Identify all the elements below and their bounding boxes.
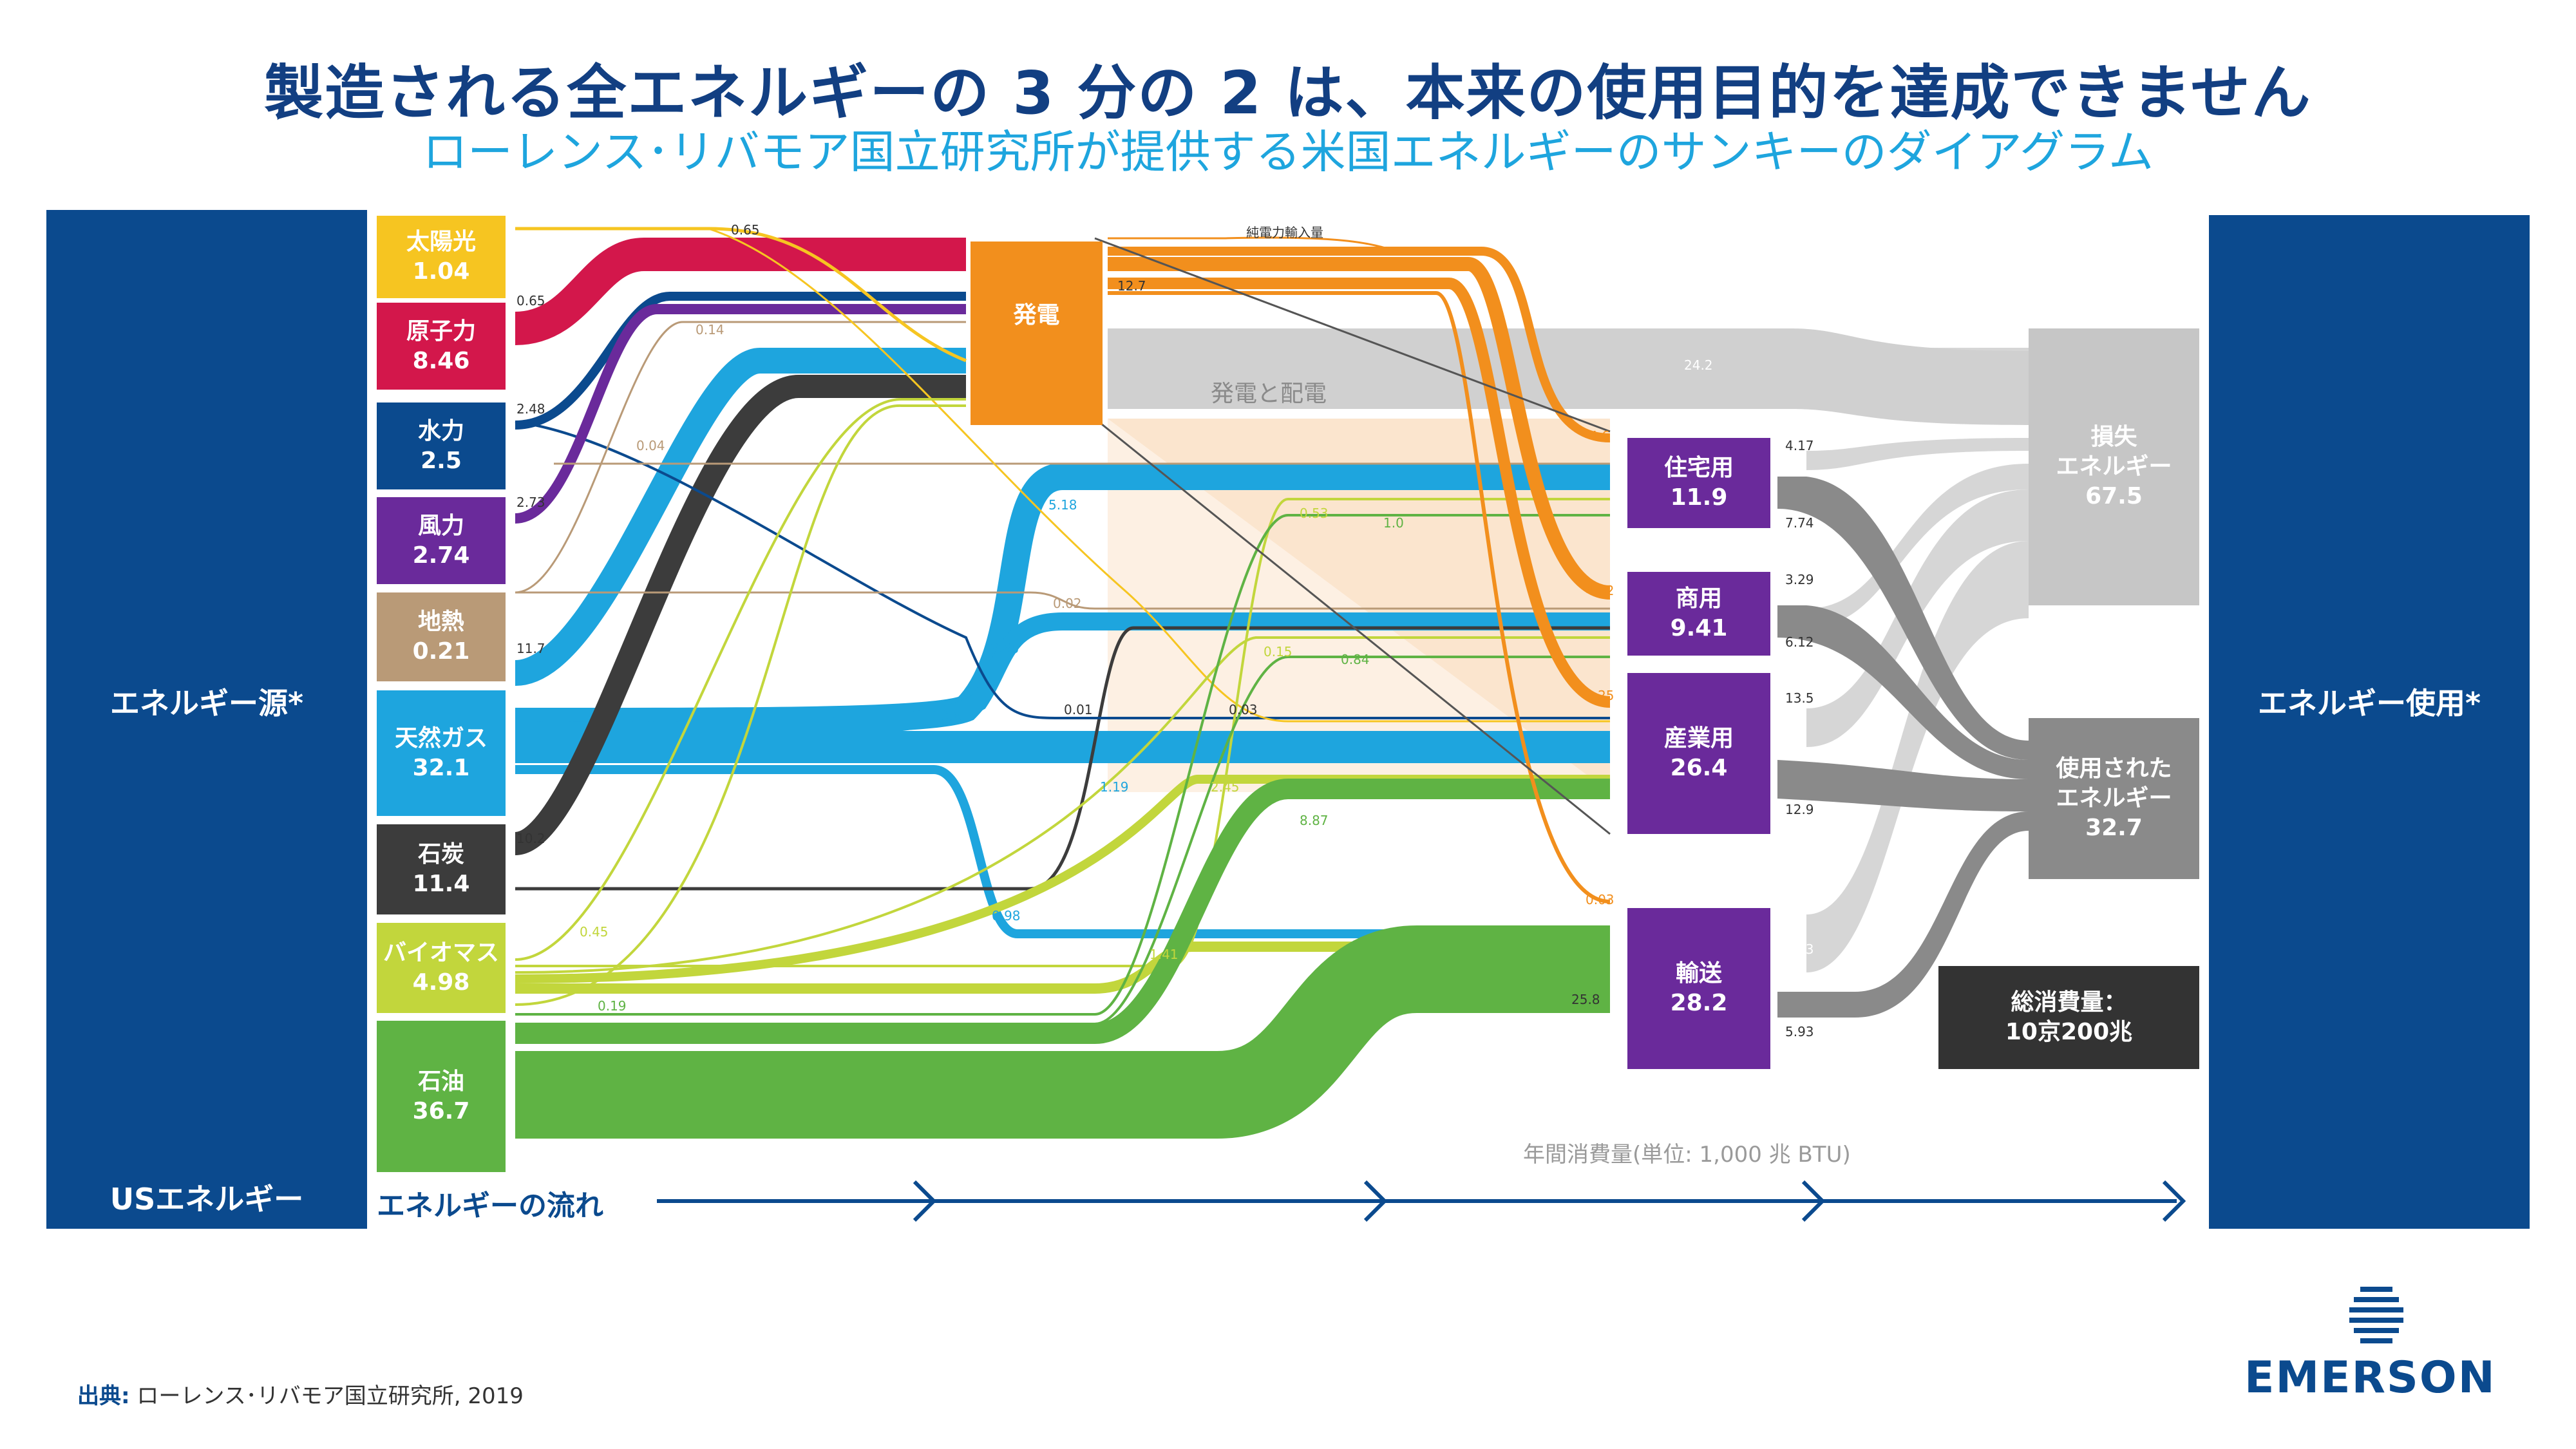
flow-label: 8.87 (1300, 813, 1329, 828)
sector-to-use-flows (1777, 477, 2029, 1018)
us-energy-label: USエネルギー (109, 1182, 304, 1217)
flow-label: 1.0 (1383, 515, 1404, 531)
flow-label: 0.04 (636, 438, 665, 453)
energy-use-panel: エネルギー使用* (2209, 215, 2530, 1229)
flow-label: 3.29 (1785, 572, 1814, 587)
flow-label: 0.02 (1053, 596, 1082, 611)
flow-label: 12.9 (1785, 802, 1814, 817)
flow-label: 6.12 (1785, 634, 1814, 650)
natural-gas-flows (513, 348, 1610, 938)
emerson-logo: EMERSON (2244, 1352, 2496, 1403)
energy-flow-label: エネルギーの流れ (377, 1189, 603, 1222)
energy-use-label: エネルギー使用* (2257, 686, 2481, 721)
flow-label: 2.45 (1211, 779, 1240, 795)
flow-label: 0.01 (1064, 702, 1093, 717)
source-note: 出典: ローレンス･リバモア国立研究所, 2019 (77, 1383, 524, 1409)
flow-label: 3.65 (990, 641, 1019, 656)
flow-label: 2.73 (516, 495, 545, 510)
flow-label: 0.03 (1586, 892, 1615, 907)
emerson-logo-mark (2349, 1287, 2403, 1343)
flow-label: 25.8 (1571, 992, 1600, 1007)
net-import-label: 純電力輸入量 (1246, 225, 1323, 240)
solar-flow (515, 227, 967, 363)
electricity-label: 発電 (1013, 302, 1060, 328)
flow-label: 0.19 (598, 998, 627, 1014)
flow-label: 1.41 (1150, 947, 1179, 962)
flow-label: 11.7 (516, 641, 545, 656)
energy-source-label: エネルギー源* (109, 686, 304, 721)
flow-label: 10.2 (516, 831, 545, 846)
nuclear-flow (514, 238, 966, 345)
flow-label: 7.74 (1785, 515, 1814, 531)
electricity-box (971, 242, 1103, 425)
page-subtitle: ローレンス･リバモア国立研究所が提供する米国エネルギーのサンキーのダイアグラム (422, 126, 2154, 178)
wind-flow (515, 304, 966, 524)
flow-label: 2.48 (516, 401, 545, 417)
flow-label: 0.84 (1341, 652, 1370, 667)
flow-label: 4.62 (1586, 583, 1615, 598)
flow-label: 0.03 (1229, 702, 1258, 717)
total-consumption-box: 総消費量：10京200兆 (1938, 966, 2199, 1069)
sector-to-loss-flows (1806, 348, 2029, 972)
electricity-flows (1108, 247, 1611, 904)
flow-label: 4.6 (1589, 428, 1610, 444)
flow-label: 0.15 (1264, 644, 1293, 659)
energy-source-panel: エネルギー源* USエネルギー (46, 210, 367, 1229)
flow-label: 0.45 (580, 924, 609, 940)
petroleum-flows (515, 514, 1610, 1139)
flow-label: 0.14 (696, 322, 724, 337)
flow-label: 3.25 (1586, 688, 1615, 703)
flow-label: 24.2 (1684, 357, 1713, 373)
flow-label: 22.3 (1785, 942, 1814, 957)
flow-label: 12.7 (1117, 278, 1146, 294)
flow-label: 0.98 (992, 908, 1021, 923)
flow-label: 5.93 (1785, 1024, 1814, 1039)
flow-label: 4.17 (1785, 438, 1814, 453)
elec-loss-band (1108, 328, 2029, 425)
page-title: 製造される全エネルギーの 3 分の 2 は、本来の使用目的を達成できません (264, 59, 2312, 128)
flow-label: 13.5 (1785, 690, 1814, 706)
elec-loss-label: 発電と配電 (1211, 381, 1327, 407)
geo-flow (515, 321, 966, 594)
flow-label: 0.53 (1300, 506, 1329, 521)
flow-label: 0.65 (731, 222, 760, 238)
hydro-industrial-flow (515, 421, 1610, 719)
flow-label: 1.19 (1100, 779, 1129, 795)
flow-label: 0.65 (516, 293, 545, 308)
hydro-flow (515, 292, 966, 430)
flow-label: 10.6 (933, 708, 961, 724)
unit-note: 年間消費量(単位: 1,000 兆 BTU) (1523, 1142, 1851, 1168)
flow-label: 5.18 (1048, 497, 1077, 513)
